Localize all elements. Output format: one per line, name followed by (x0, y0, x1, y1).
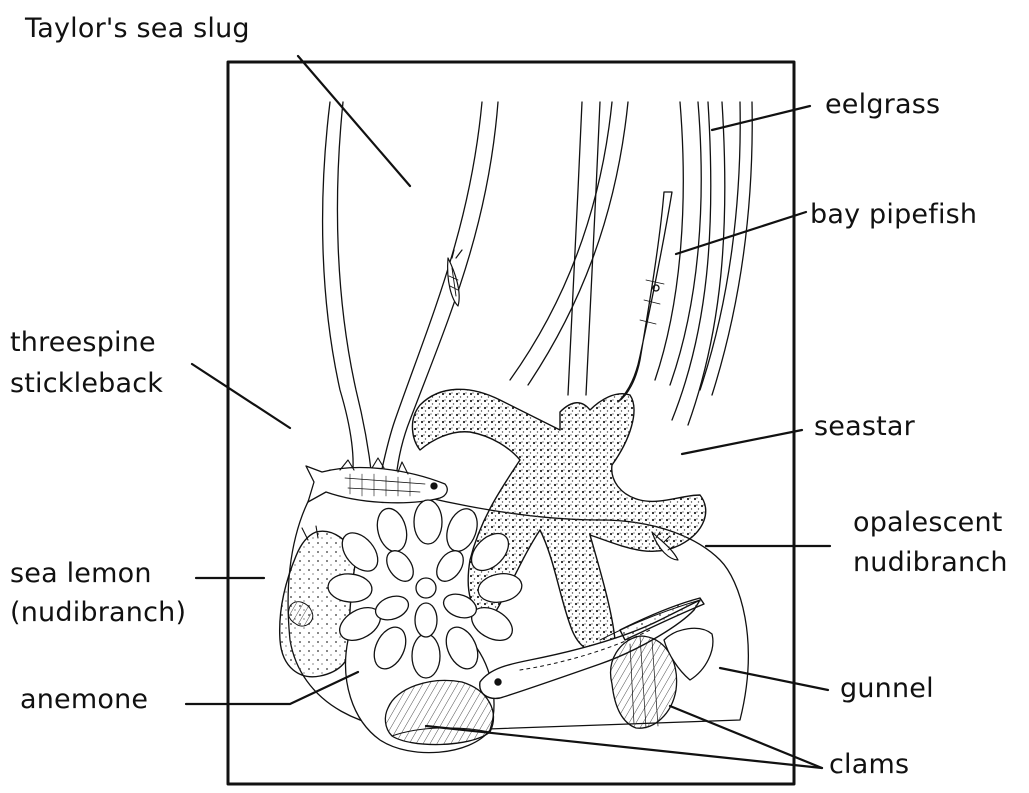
bay-pipefish-drawing (618, 192, 672, 402)
taylors-sea-slug-drawing (448, 250, 462, 306)
